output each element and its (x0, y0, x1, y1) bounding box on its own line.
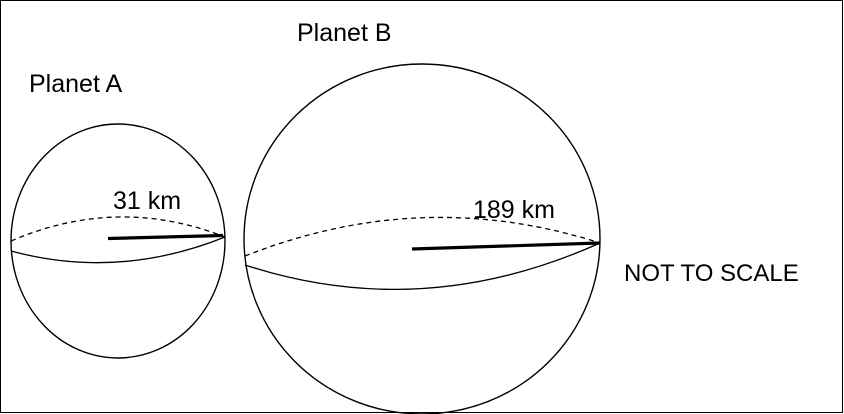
planet-a-outline (10, 123, 226, 359)
planet-a-radius-line (107, 233, 224, 241)
planet-b-label: Planet B (297, 19, 392, 47)
planet-a-equator-back (10, 216, 226, 242)
planet-b-equator-front (244, 242, 601, 290)
planet-b-radius-line (411, 241, 601, 251)
planet-a-radius-label: 31 km (113, 187, 182, 215)
planet-b-equator-back (244, 216, 601, 257)
planet-a-label: Planet A (29, 70, 123, 98)
planet-a-equator-front (10, 236, 226, 264)
planet-b-radius-label: 189 km (473, 196, 555, 224)
planet-a-sphere (10, 123, 226, 359)
planet-b-sphere (243, 63, 601, 414)
scale-note: NOT TO SCALE (624, 260, 799, 287)
planet-b-outline (243, 63, 601, 414)
